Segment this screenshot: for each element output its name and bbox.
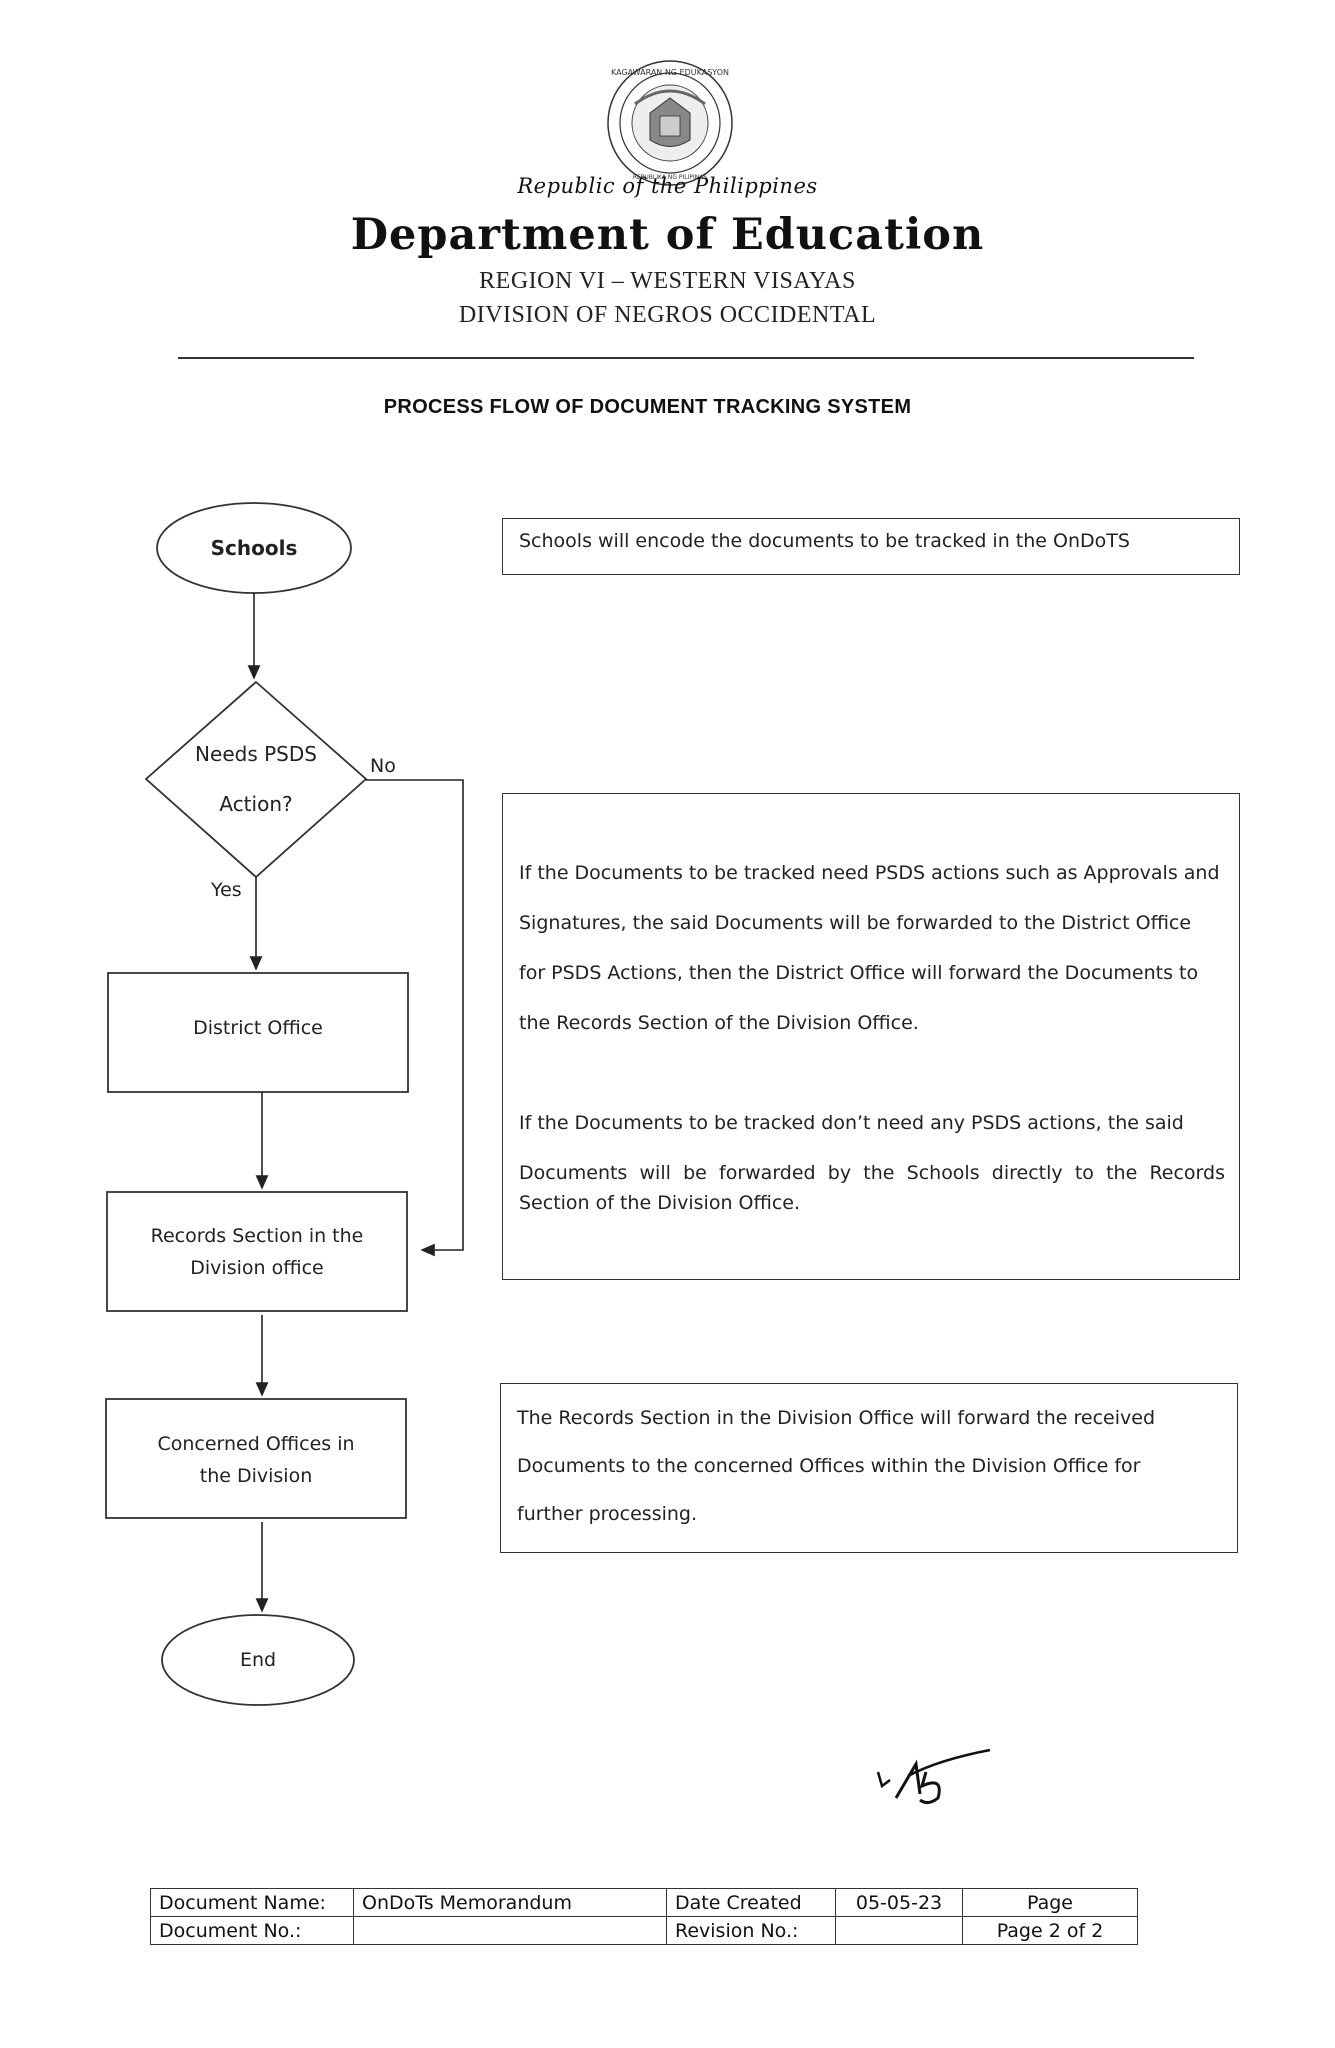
table-row: Document Name: OnDoTs Memorandum Date Cr… (150, 1888, 1138, 1917)
district-office-label: District Office (193, 1017, 323, 1039)
region-heading: REGION VI – WESTERN VISAYAS (479, 268, 856, 294)
decision-label-line2: Action? (219, 792, 293, 816)
start-label: Schools (210, 536, 298, 560)
concerned-label-line1: Concerned Offices in (157, 1433, 355, 1455)
description-psds-line: Signatures, the said Documents will be f… (519, 912, 1192, 934)
doc-no-label: Document No.: (150, 1916, 354, 1945)
document-control-table: Document Name: OnDoTs Memorandum Date Cr… (150, 1888, 1138, 1945)
handwritten-initials-signature (876, 1748, 991, 1805)
records-section-box (106, 1191, 408, 1312)
deped-seal-logo: KAGAWARAN NG EDUKASYON REPUBLIKA NG PILI… (607, 60, 733, 186)
svg-text:KAGAWARAN NG EDUKASYON: KAGAWARAN NG EDUKASYON (611, 68, 729, 77)
revision-value (835, 1916, 963, 1945)
no-branch-label: No (370, 755, 396, 777)
arrow-no-branch (366, 779, 464, 1257)
description-no-psds-line: If the Documents to be tracked don’t nee… (519, 1112, 1184, 1134)
description-records-line: further processing. (517, 1503, 698, 1525)
description-box-psds: If the Documents to be tracked need PSDS… (502, 793, 1240, 1280)
revision-label: Revision No.: (666, 1916, 836, 1945)
page-label: Page (962, 1888, 1138, 1917)
description-psds-line: If the Documents to be tracked need PSDS… (519, 862, 1220, 884)
description-box-records: The Records Section in the Division Offi… (500, 1383, 1238, 1553)
records-label-line1: Records Section in the (150, 1225, 364, 1247)
concerned-label-line2: the Division (199, 1465, 313, 1487)
doc-name-label: Document Name: (150, 1888, 354, 1917)
yes-branch-label: Yes (211, 879, 242, 901)
end-label: End (239, 1649, 277, 1671)
decision-diamond (144, 680, 368, 879)
end-terminal (161, 1614, 355, 1706)
concerned-offices-box (105, 1398, 407, 1519)
description-records-line: Documents to the concerned Offices withi… (517, 1455, 1141, 1477)
republic-heading: Republic of the Philippines (517, 174, 818, 198)
description-box-schools: Schools will encode the documents to be … (502, 518, 1240, 575)
header-divider (178, 357, 1194, 359)
description-no-psds-line: Section of the Division Office. (519, 1192, 801, 1214)
decision-label-line1: Needs PSDS (195, 742, 317, 766)
description-no-psds-line: Documents will be forwarded by the Schoo… (519, 1162, 1225, 1184)
date-created-value: 05-05-23 (835, 1888, 963, 1917)
doc-no-value (353, 1916, 667, 1945)
division-heading: DIVISION OF NEGROS OCCIDENTAL (458, 302, 877, 328)
description-records-line: The Records Section in the Division Offi… (517, 1407, 1156, 1429)
department-heading: Department of Education (350, 210, 985, 260)
description-psds-line: the Records Section of the Division Offi… (519, 1012, 919, 1034)
date-created-label: Date Created (666, 1888, 836, 1917)
records-label-line2: Division office (190, 1257, 324, 1279)
district-office-box (107, 972, 409, 1093)
description-psds-line: for PSDS Actions, then the District Offi… (519, 962, 1199, 984)
description-schools-text: Schools will encode the documents to be … (519, 530, 1130, 552)
doc-name-value: OnDoTs Memorandum (353, 1888, 667, 1917)
table-row: Document No.: Revision No.: Page 2 of 2 (150, 1916, 1138, 1945)
page-value: Page 2 of 2 (962, 1916, 1138, 1945)
svg-text:REPUBLIKA NG PILIPINAS: REPUBLIKA NG PILIPINAS (633, 174, 708, 181)
document-title: PROCESS FLOW OF DOCUMENT TRACKING SYSTEM (383, 396, 912, 418)
